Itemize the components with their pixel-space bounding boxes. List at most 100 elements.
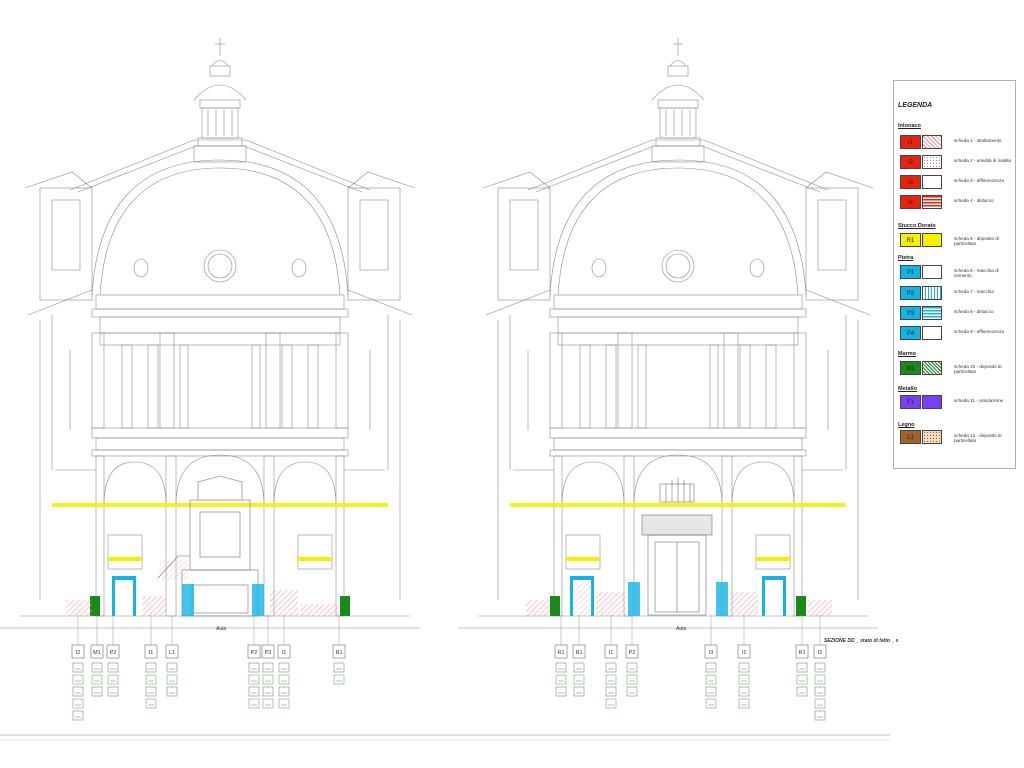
label-card-column: I1 [277,615,291,709]
schedule-card [738,674,750,685]
label-box [813,644,827,659]
schedule-card [72,698,84,709]
legend-entry: I4 scheda 4 - distacco [900,195,1012,209]
legend-pattern-swatch [922,395,942,409]
label-box [71,644,85,659]
label-box [795,644,809,659]
schedule-card [626,662,638,673]
legend-entry: I2 scheda 2 - umidità di risalita [900,155,1012,169]
schedule-card [814,698,826,709]
schedule-card [814,674,826,685]
legend-pattern-swatch [922,135,942,149]
label-code: M1 [93,650,101,656]
label-box [737,644,751,659]
legend-description: scheda 6 - macchia di cemento [954,268,999,278]
schedule-card [738,662,750,673]
schedule-card [166,674,178,685]
schedule-card [262,662,274,673]
legend-pattern-swatch [922,155,942,169]
label-box [554,644,568,659]
label-box [247,644,261,659]
schedule-card [107,662,119,673]
label-code: R1 [557,650,564,656]
schedule-card [814,686,826,697]
label-card-column: I1 [144,615,158,709]
legend-description: scheda 7 - macchia [954,289,994,294]
schedule-card [72,686,84,697]
legend-pattern-swatch [922,430,942,444]
label-card-column: I1 [604,615,618,709]
label-card-column: I1 [737,615,751,709]
label-card-column: M1 [90,615,104,697]
label-code: P2 [251,650,258,656]
schedule-card [705,698,717,709]
label-card-column: I3 [704,615,718,709]
legend-description: scheda 12 - deposito di particellato [954,433,1002,443]
label-card-column: R1 [554,615,568,697]
label-code: I2 [76,650,81,656]
schedule-card [91,674,103,685]
schedule-card [605,686,617,697]
legend-description: scheda 9 - efflorescenza [954,329,1004,334]
schedule-card [262,698,274,709]
legend-description: scheda 2 - umidità di risalita [954,158,1011,163]
label-box [165,644,179,659]
legend-pattern-swatch [922,265,942,279]
legend-entry: I3 scheda 3 - efflorescenza [900,175,1012,189]
schedule-card [145,674,157,685]
schedule-card [796,686,808,697]
legend-pattern-swatch [922,361,942,375]
schedule-card [72,674,84,685]
schedule-card [248,698,260,709]
schedule-card [605,698,617,709]
label-card-column: P2 [625,615,639,697]
schedule-card [91,686,103,697]
legend-group-header: Marmo [898,351,917,357]
label-code: L1 [169,650,175,656]
schedule-card [248,662,260,673]
schedule-card [278,674,290,685]
legend-pattern-swatch [922,195,942,209]
label-code: I1 [742,650,747,656]
schedule-card [705,686,717,697]
legend-pattern-swatch [922,175,942,189]
legend-code-swatch: P2 [900,286,921,300]
schedule-card [91,662,103,673]
label-code: P2 [110,650,117,656]
schedule-card [555,674,567,685]
legend-description: scheda 4 - distacco [954,198,994,203]
right-elevation [457,37,879,629]
schedule-card [573,674,585,685]
legend-code-swatch: I3 [900,175,921,189]
legend-description: scheda 11 - ossidazione [954,398,1004,403]
schedule-card [145,686,157,697]
schedule-card [738,698,750,709]
schedule-card [814,710,826,721]
label-card-column: P3 [261,615,275,709]
schedule-card [626,674,638,685]
schedule-card [107,674,119,685]
schedule-card [145,662,157,673]
schedule-card [738,686,750,697]
schedule-card [605,674,617,685]
legend-code-swatch: F1 [900,395,921,409]
label-box [332,644,346,659]
label-box [704,644,718,659]
legend-description: scheda 8 - distacco [954,309,994,314]
schedule-card [333,674,345,685]
label-box [90,644,104,659]
schedule-card [814,662,826,673]
legend-group-header: Legno [898,422,915,428]
label-card-column: P2 [106,615,120,697]
label-code: I1 [149,650,154,656]
legend-code-swatch: I2 [900,155,921,169]
schedule-card [626,686,638,697]
label-box [604,644,618,659]
schedule-card [278,698,290,709]
legend-code-swatch: I4 [900,195,921,209]
legend-description: scheda 3 - efflorescenza [954,178,1004,183]
schedule-card [333,662,345,673]
schedule-card [248,674,260,685]
legend-pattern-swatch [922,233,942,247]
